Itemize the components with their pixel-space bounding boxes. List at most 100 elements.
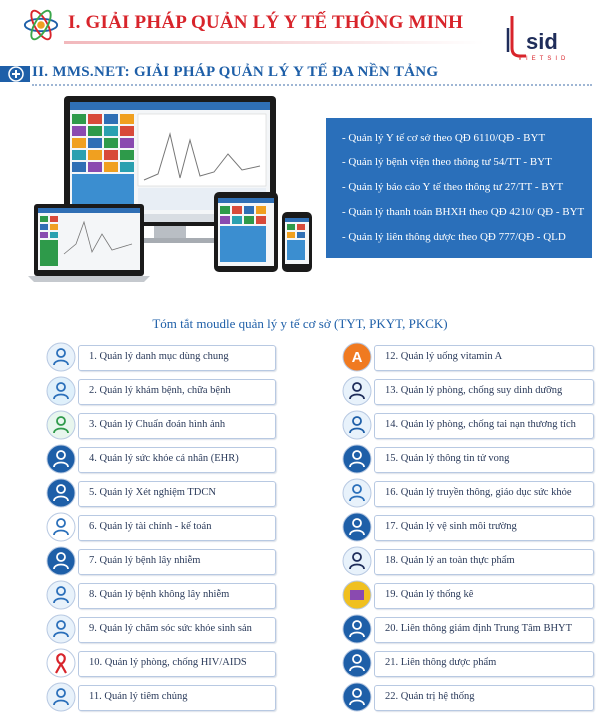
insurance-icon <box>342 614 372 644</box>
module-box[interactable]: 13. Quản lý phòng, chống suy dinh dưỡng <box>374 379 594 405</box>
module-item[interactable]: 4. Quản lý sức khỏe cá nhân (EHR) <box>46 444 276 476</box>
module-item[interactable]: 10. Quản lý phòng, chống HIV/AIDS <box>46 648 276 680</box>
module-item[interactable]: 20. Liên thông giám định Trung Tâm BHYT <box>342 614 594 646</box>
module-box[interactable]: 11. Quản lý tiêm chủng <box>78 685 276 711</box>
module-box[interactable]: 17. Quản lý vệ sinh môi trường <box>374 515 594 541</box>
module-box[interactable]: 20. Liên thông giám định Trung Tâm BHYT <box>374 617 594 643</box>
feature-item: - Quản lý báo cáo Y tế theo thông tư 27/… <box>342 181 564 193</box>
module-box[interactable]: 2. Quản lý khám bệnh, chữa bệnh <box>78 379 276 405</box>
module-item[interactable]: 9. Quản lý chăm sóc sức khỏe sinh sản <box>46 614 276 646</box>
wheelchair-icon <box>342 410 372 440</box>
admin-icon <box>342 682 372 712</box>
module-label: 8. Quản lý bệnh không lây nhiễm <box>89 589 230 600</box>
module-label: 18. Quản lý an toàn thực phẩm <box>385 555 515 566</box>
vitamin-a-icon: A <box>342 342 372 372</box>
module-box[interactable]: 3. Quản lý Chuẩn đoán hình ảnh <box>78 413 276 439</box>
module-box[interactable]: 22. Quản trị hệ thống <box>374 685 594 711</box>
features-box: - Quản lý Y tế cơ sở theo QĐ 6110/QĐ - B… <box>326 118 592 258</box>
module-box[interactable]: 10. Quản lý phòng, chống HIV/AIDS <box>78 651 276 677</box>
module-box[interactable]: 12. Quản lý uống vitamin A <box>374 345 594 371</box>
syringe-icon <box>46 682 76 712</box>
module-item[interactable]: 1. Quản lý danh mục dùng chung <box>46 342 276 374</box>
module-label: 22. Quản trị hệ thống <box>385 691 475 702</box>
module-label: 1. Quản lý danh mục dùng chung <box>89 351 229 362</box>
module-item[interactable]: 13. Quản lý phòng, chống suy dinh dưỡng <box>342 376 594 408</box>
section-title: II. MMS.NET: GIẢI PHÁP QUẢN LÝ Y TẾ ĐA N… <box>32 64 439 80</box>
module-box[interactable]: 7. Quản lý bệnh lây nhiễm <box>78 549 276 575</box>
module-box[interactable]: 19. Quản lý thống kê <box>374 583 594 609</box>
module-item[interactable]: 6. Quản lý tài chính - kế toán <box>46 512 276 544</box>
plus-icon <box>8 66 24 82</box>
section-header: II. MMS.NET: GIẢI PHÁP QUẢN LÝ Y TẾ ĐA N… <box>0 62 600 86</box>
module-label: 7. Quản lý bệnh lây nhiễm <box>89 555 201 566</box>
doctor-icon <box>46 342 76 372</box>
module-item[interactable]: 7. Quản lý bệnh lây nhiễm <box>46 546 276 578</box>
patient-icon <box>46 580 76 610</box>
module-label: 21. Liên thông dược phẩm <box>385 657 497 668</box>
mother-baby-icon <box>46 614 76 644</box>
module-label: 9. Quản lý chăm sóc sức khỏe sinh sản <box>89 623 252 634</box>
module-item[interactable]: 15. Quản lý thông tin tử vong <box>342 444 594 476</box>
module-item[interactable]: 22. Quản trị hệ thống <box>342 682 594 714</box>
module-box[interactable]: 6. Quản lý tài chính - kế toán <box>78 515 276 541</box>
module-item[interactable]: 2. Quản lý khám bệnh, chữa bệnh <box>46 376 276 408</box>
module-item[interactable]: 5. Quản lý Xét nghiệm TDCN <box>46 478 276 510</box>
brand-name: sid <box>526 29 558 54</box>
module-label: 20. Liên thông giám định Trung Tâm BHYT <box>385 623 573 634</box>
module-box[interactable]: 8. Quản lý bệnh không lây nhiễm <box>78 583 276 609</box>
vietsid-logo-icon <box>506 16 526 58</box>
module-box[interactable]: 5. Quản lý Xét nghiệm TDCN <box>78 481 276 507</box>
stethoscope-icon <box>46 376 76 406</box>
module-box[interactable]: 4. Quản lý sức khỏe cá nhân (EHR) <box>78 447 276 473</box>
hiv-ribbon-icon <box>46 648 76 678</box>
module-label: 15. Quản lý thông tin tử vong <box>385 453 510 464</box>
nutrition-icon <box>342 376 372 406</box>
food-safety-icon <box>342 546 372 576</box>
statistics-icon <box>342 580 372 610</box>
microscope-icon <box>46 478 76 508</box>
module-box[interactable]: 9. Quản lý chăm sóc sức khỏe sinh sản <box>78 617 276 643</box>
module-item[interactable]: 19. Quản lý thống kê <box>342 580 594 612</box>
module-label: 16. Quản lý truyền thông, giáo dục sức k… <box>385 487 572 498</box>
devices-illustration <box>28 96 312 282</box>
module-label: 6. Quản lý tài chính - kế toán <box>89 521 212 532</box>
module-box[interactable]: 15. Quản lý thông tin tử vong <box>374 447 594 473</box>
module-box[interactable]: 1. Quản lý danh mục dùng chung <box>78 345 276 371</box>
nurse-icon <box>46 410 76 440</box>
module-box[interactable]: 21. Liên thông dược phẩm <box>374 651 594 677</box>
module-item[interactable]: 14. Quản lý phòng, chống tai nạn thương … <box>342 410 594 442</box>
module-item[interactable]: 8. Quản lý bệnh không lây nhiễm <box>46 580 276 612</box>
module-item[interactable]: 17. Quản lý vệ sinh môi trường <box>342 512 594 544</box>
module-label: 14. Quản lý phòng, chống tai nạn thương … <box>385 419 576 430</box>
finance-icon <box>46 512 76 542</box>
module-box[interactable]: 16. Quản lý truyền thông, giáo dục sức k… <box>374 481 594 507</box>
pharmacy-icon <box>342 648 372 678</box>
module-label: 13. Quản lý phòng, chống suy dinh dưỡng <box>385 385 563 396</box>
title-underline <box>64 41 484 44</box>
dotted-divider <box>32 84 592 86</box>
feature-item: - Quản lý liên thông dược theo QĐ 777/QĐ… <box>342 231 566 243</box>
module-label: 19. Quản lý thống kê <box>385 589 474 600</box>
module-label: 11. Quản lý tiêm chủng <box>89 691 188 702</box>
module-label: 10. Quản lý phòng, chống HIV/AIDS <box>89 657 247 668</box>
module-item[interactable]: 21. Liên thông dược phẩm <box>342 648 594 680</box>
module-item[interactable]: 11. Quản lý tiêm chủng <box>46 682 276 714</box>
environment-icon <box>342 512 372 542</box>
module-label: 17. Quản lý vệ sinh môi trường <box>385 521 517 532</box>
communication-icon <box>342 478 372 508</box>
tombstone-icon <box>342 444 372 474</box>
module-label: 3. Quản lý Chuẩn đoán hình ảnh <box>89 419 226 430</box>
module-item[interactable]: 18. Quản lý an toàn thực phẩm <box>342 546 594 578</box>
module-label: 4. Quản lý sức khỏe cá nhân (EHR) <box>89 453 239 464</box>
module-item[interactable]: 3. Quản lý Chuẩn đoán hình ảnh <box>46 410 276 442</box>
module-item[interactable]: 16. Quản lý truyền thông, giáo dục sức k… <box>342 478 594 510</box>
module-box[interactable]: 14. Quản lý phòng, chống tai nạn thương … <box>374 413 594 439</box>
page-title: I. GIẢI PHÁP QUẢN LÝ Y TẾ THÔNG MINH <box>68 12 464 33</box>
feature-item: - Quản lý thanh toán BHXH theo QĐ 4210/ … <box>342 206 585 218</box>
atom-logo-icon <box>23 9 59 41</box>
feature-item: - Quản lý bệnh viện theo thông tư 54/TT … <box>342 156 552 168</box>
summary-title: Tóm tắt moudle quản lý y tế cơ sở (TYT, … <box>152 316 448 331</box>
module-label: 2. Quản lý khám bệnh, chữa bệnh <box>89 385 231 396</box>
module-box[interactable]: 18. Quản lý an toàn thực phẩm <box>374 549 594 575</box>
